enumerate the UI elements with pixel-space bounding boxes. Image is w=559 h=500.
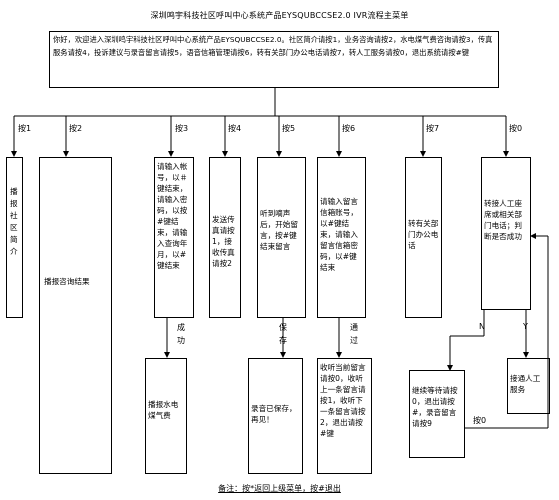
box-fax-service: 发送传真请按1，接收传真请按2 [209, 157, 241, 318]
box-message-saved: 录音已保存，再见！ [248, 358, 303, 474]
branch-label-7: 按7 [426, 124, 440, 133]
box-operator-decision: 转接人工座席或相关部门电话；判断是否成功 [481, 157, 531, 310]
branch-label-5: 按5 [282, 124, 296, 133]
edge-label-no: N [479, 322, 485, 331]
box-operator-connected: 接通人工服务 [507, 358, 550, 414]
page-title: 深圳鸣宇科技社区呼叫中心系统产品EYSQUBCCSE2.0 IVR流程主菜单 [150, 11, 409, 20]
box-community-intro: 播报社区简介 [6, 157, 23, 318]
box-wait-or-record: 继续等待请按0，退出请按#，录音留言请按9 [409, 370, 465, 458]
branch-label-6: 按6 [342, 124, 356, 133]
box-utility-fee-result: 播报水电煤气费 [145, 358, 187, 474]
branch-label-4: 按4 [228, 124, 242, 133]
edge-label-yes: Y [523, 322, 528, 331]
branch-label-3: 按3 [175, 124, 189, 133]
footer-note-text: 备注：按*返回上级菜单，按#退出 [218, 484, 341, 493]
edge-label-press0: 按0 [473, 416, 487, 425]
footer-note: 备注：按*返回上级菜单，按#退出 [0, 483, 559, 494]
edge-label-save: 保存 [279, 323, 287, 345]
edge-label-success: 成功 [177, 323, 185, 345]
box-voice-message: 听到嘀声后，开始留言，按#键结束留言 [257, 157, 306, 318]
box-department-phone: 转有关部门办公电话 [405, 157, 442, 318]
box-mailbox-login: 请输入留言信箱账号，以#键结束，请输入留言信箱密码，以#键结束 [317, 157, 366, 318]
branch-label-1: 按1 [18, 124, 32, 133]
intro-prompt-box: 你好，欢迎进入深圳鸣宇科技社区呼叫中心系统产品EYSQUBCCSE2.0。社区简… [49, 31, 499, 88]
branch-label-0: 按0 [509, 124, 523, 133]
branch-label-2: 按2 [69, 124, 83, 133]
edge-label-pass: 通过 [350, 323, 358, 345]
box-business-inquiry: 播报咨询结果 [39, 157, 112, 474]
box-account-input: 请输入帐号，以＃键结束，请输入密码，以按#键结束，请输入查询年月，以#键结束 [154, 157, 194, 318]
box-mailbox-playback: 收听当前留言请按0，收听上一条留言请按1，收听下一条留言请按2，退出请按#键 [317, 358, 372, 474]
